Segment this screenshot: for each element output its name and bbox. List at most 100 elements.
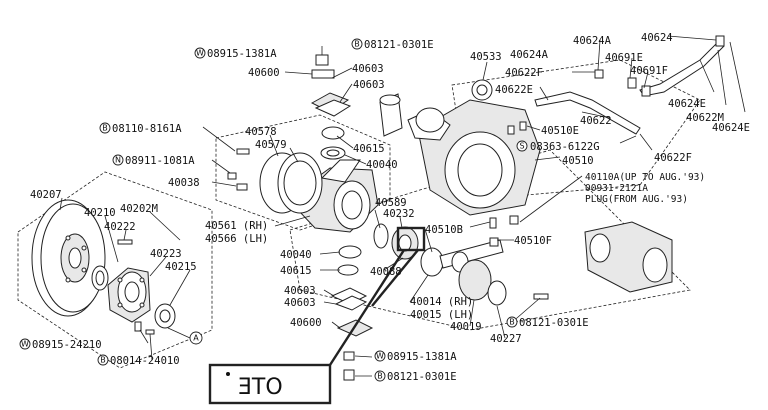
svg-text:B: B bbox=[377, 372, 383, 381]
brake-rotor bbox=[31, 199, 106, 317]
svg-text:B: B bbox=[509, 318, 515, 327]
label-40510: 40510 bbox=[562, 155, 594, 167]
leader-lines bbox=[59, 35, 746, 377]
label-08915-mid: 08915-1381A bbox=[387, 351, 457, 363]
label-40566: 40566 (LH) bbox=[205, 233, 268, 245]
label-40603-b: 40603 bbox=[353, 79, 385, 91]
label-08911: 08911-1081A bbox=[125, 155, 195, 167]
label-40603-a: 40603 bbox=[352, 63, 384, 75]
side-axle-housing bbox=[584, 221, 673, 293]
label-40202M: 40202M bbox=[120, 203, 158, 215]
label-00931: 00931-2121A bbox=[585, 183, 648, 194]
label-40622E: 40622E bbox=[495, 84, 533, 96]
label-plug: PLUG(FROM AUG.'93) bbox=[585, 194, 688, 205]
label-40600-top: 40600 bbox=[248, 67, 280, 79]
bolt-lower-left bbox=[134, 321, 155, 335]
label-40578: 40578 bbox=[245, 126, 277, 138]
label-40215: 40215 bbox=[165, 261, 197, 273]
label-40622M: 40622M bbox=[686, 112, 724, 124]
hub-group-outline bbox=[17, 171, 213, 369]
label-40579: 40579 bbox=[255, 139, 287, 151]
label-40227: 40227 bbox=[490, 333, 522, 345]
label-40622F-bot: 40622F bbox=[654, 152, 692, 164]
marker-B-lower: B bbox=[374, 370, 386, 382]
breather-cap bbox=[379, 93, 403, 137]
label-40015: 40015 (LH) bbox=[410, 309, 473, 321]
label-40624A-top: 40624A bbox=[573, 35, 612, 47]
marker-W-mid: W bbox=[374, 350, 386, 362]
label-40110A: 40110A(UP TO AUG.'93) bbox=[585, 172, 705, 183]
label-40603-d: 40603 bbox=[284, 297, 316, 309]
label-08363: 08363-6122G bbox=[530, 141, 600, 153]
front-hub bbox=[107, 267, 151, 323]
upper-kingpin-stack bbox=[310, 54, 352, 160]
axle-seal-ring bbox=[373, 223, 389, 249]
label-40510B: 40510B bbox=[425, 224, 463, 236]
callout-handwritten-text: ƎTO bbox=[238, 375, 283, 400]
label-40624: 40624 bbox=[641, 32, 673, 44]
label-40622F-top: 40622F bbox=[505, 67, 543, 79]
label-40600-mid: 40600 bbox=[290, 317, 322, 329]
marker-B-mid: B bbox=[506, 316, 518, 328]
svg-text:A: A bbox=[193, 334, 199, 343]
carrier-group-outline bbox=[451, 59, 701, 201]
label-40691E: 40691E bbox=[605, 52, 643, 64]
label-40510F: 40510F bbox=[514, 235, 552, 247]
breather-tube bbox=[534, 35, 725, 135]
highlight-callout bbox=[208, 226, 426, 405]
label-08110: 08110-8161A bbox=[112, 123, 182, 135]
lower-kingpin-stack bbox=[330, 245, 374, 381]
svg-text:S: S bbox=[519, 142, 524, 151]
svg-text:B: B bbox=[100, 356, 106, 365]
knuckle-group-outline bbox=[215, 114, 391, 231]
label-40533: 40533 bbox=[470, 51, 502, 63]
marker-B-top: B bbox=[351, 38, 363, 50]
marker-B-bot: B bbox=[97, 354, 109, 366]
label-40040-mid: 40040 bbox=[280, 249, 312, 261]
label-40624A-left: 40624A bbox=[510, 49, 549, 61]
label-08121-mid: 08121-0301E bbox=[519, 317, 589, 329]
label-40040-top: 40040 bbox=[366, 159, 398, 171]
label-40207: 40207 bbox=[30, 189, 62, 201]
marker-N: N bbox=[112, 154, 124, 166]
label-40624E-2: 40624E bbox=[712, 122, 750, 134]
svg-text:W: W bbox=[196, 49, 204, 58]
wheel-stud bbox=[117, 239, 133, 245]
marker-W-bot: W bbox=[19, 338, 31, 350]
label-40088: 40088 bbox=[370, 266, 402, 278]
label-40691F: 40691F bbox=[630, 65, 668, 77]
marker-B-08110: B bbox=[99, 122, 111, 134]
label-40019: 40019 bbox=[450, 321, 482, 333]
small-bolt-right bbox=[533, 293, 549, 300]
label-40014: 40014 (RH) bbox=[410, 296, 473, 308]
cv-axle-shaft bbox=[420, 239, 507, 306]
label-40615-top: 40615 bbox=[353, 143, 385, 155]
carrier-fasteners bbox=[489, 69, 604, 247]
label-40615-mid: 40615 bbox=[280, 265, 312, 277]
label-40589: 40589 bbox=[375, 197, 407, 209]
brake-dust-shield bbox=[259, 152, 323, 214]
label-08121-bot: 08121-0301E bbox=[387, 371, 457, 383]
label-40624E-1: 40624E bbox=[668, 98, 706, 110]
svg-text:W: W bbox=[21, 340, 29, 349]
label-40222: 40222 bbox=[104, 221, 136, 233]
label-40232: 40232 bbox=[383, 208, 415, 220]
marker-S: S bbox=[516, 140, 528, 152]
label-40223: 40223 bbox=[150, 248, 182, 260]
hub-seal bbox=[91, 265, 109, 291]
hub-nut bbox=[154, 303, 176, 329]
label-08121-top: 08121-0301E bbox=[364, 39, 434, 51]
marker-W-top: W bbox=[194, 47, 206, 59]
svg-text:N: N bbox=[115, 156, 121, 165]
label-08915-top: 08915-1381A bbox=[207, 48, 277, 60]
svg-text:B: B bbox=[354, 40, 360, 49]
svg-text:B: B bbox=[102, 124, 108, 133]
label-40038: 40038 bbox=[168, 177, 200, 189]
label-40622: 40622 bbox=[580, 115, 612, 127]
small-fasteners-left bbox=[227, 148, 250, 191]
label-40603-c: 40603 bbox=[284, 285, 316, 297]
carrier-seal bbox=[471, 79, 493, 101]
part-labels: 40624 40624A 40691E 40691F 40533 40624A … bbox=[30, 32, 750, 383]
label-40561: 40561 (RH) bbox=[205, 220, 268, 232]
